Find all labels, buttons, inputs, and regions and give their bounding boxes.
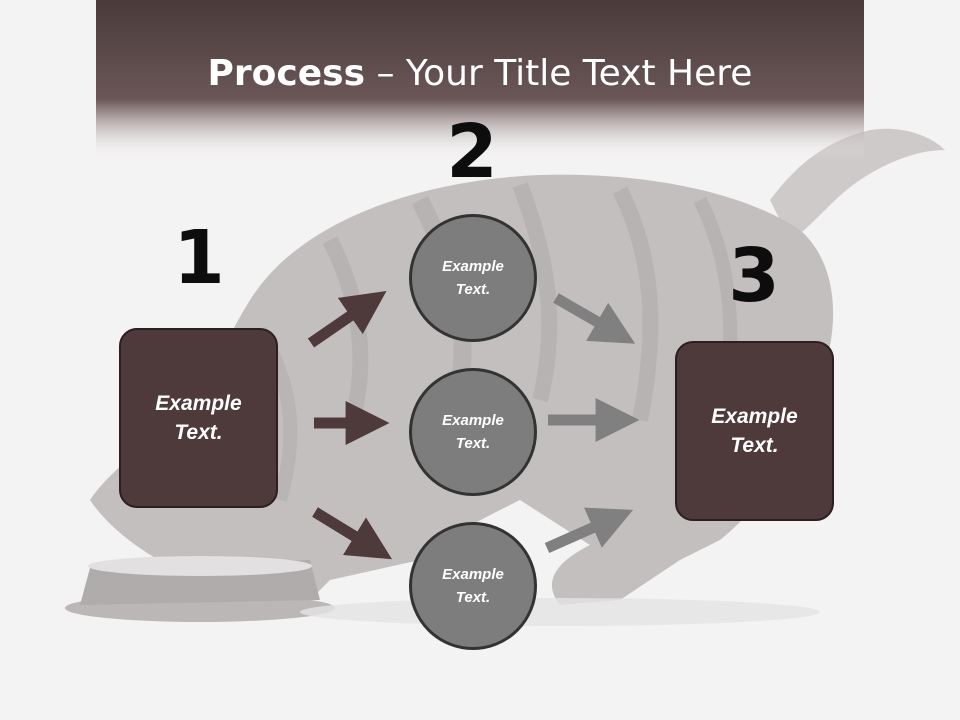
arrow-from-circle-3 — [544, 507, 634, 554]
circle-2-text: Example Text. — [442, 412, 504, 452]
title-bold: Process — [207, 53, 366, 94]
left-box-text: Example Text. — [155, 392, 242, 444]
right-box: Example Text. — [675, 341, 834, 521]
circle-2: Example Text. — [409, 368, 537, 496]
title-bar — [96, 0, 864, 160]
slide-title: Process – Your Title Text Here — [0, 52, 960, 96]
arrow-from-circle-1 — [553, 293, 636, 344]
left-box: Example Text. — [119, 328, 278, 508]
right-box-text: Example Text. — [711, 405, 798, 457]
circle-1-text: Example Text. — [442, 258, 504, 298]
step-number-2: 2 — [446, 109, 498, 195]
arrow-to-circle-3 — [312, 507, 393, 560]
circle-3: Example Text. — [409, 522, 537, 650]
step-number-3: 3 — [728, 233, 780, 319]
step-number-1: 1 — [173, 215, 225, 301]
circle-3-text: Example Text. — [442, 566, 504, 606]
title-rest: – Your Title Text Here — [365, 53, 753, 94]
arrow-to-circle-1 — [307, 291, 387, 348]
circle-1: Example Text. — [409, 214, 537, 342]
